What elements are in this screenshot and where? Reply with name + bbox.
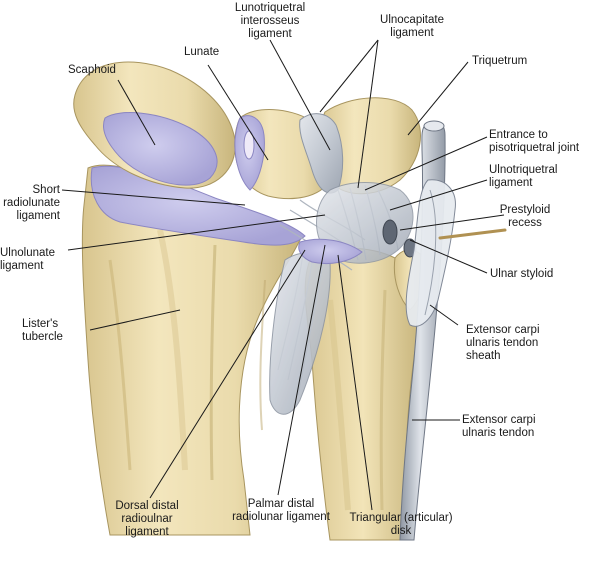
label-ecu-tendon-sheath: Extensor carpi ulnaris tendon sheath	[466, 324, 540, 363]
label-short-radiolunate-ligament: Short radiolunate ligament	[0, 184, 60, 223]
label-line: disk	[390, 525, 412, 537]
label-line: Triangular (articular)	[349, 512, 453, 524]
label-line: radiolunar ligament	[232, 511, 330, 523]
label-line: Lister's	[22, 318, 59, 330]
label-line: ligament	[390, 27, 434, 39]
label-listers-tubercle: Lister's tubercle	[22, 318, 63, 344]
label-line: Scaphoid	[68, 64, 116, 76]
label-line: ligament	[125, 526, 169, 538]
probe	[438, 228, 507, 240]
label-lunotriquetral-ligament: Lunotriquetral interosseus ligament	[210, 2, 330, 41]
leader-lines	[61, 39, 505, 511]
label-line: Extensor carpi	[462, 414, 536, 426]
label-ecu-tendon: Extensor carpi ulnaris tendon	[462, 414, 536, 440]
label-line: Short	[32, 184, 61, 196]
label-ulnocapitate-ligament: Ulnocapitate ligament	[362, 14, 462, 40]
label-line: interosseus	[240, 15, 300, 27]
label-line: Palmar distal	[247, 498, 315, 510]
label-line: ligament	[16, 210, 60, 222]
label-ulnar-styloid: Ulnar styloid	[490, 268, 553, 281]
label-line: Lunate	[184, 46, 220, 58]
label-line: ulnaris tendon	[466, 337, 539, 349]
label-line: tubercle	[22, 331, 63, 343]
label-dorsal-distal-radioulnar-ligament: Dorsal distal radioulnar ligament	[92, 500, 202, 539]
triangular-disk-shape	[298, 238, 363, 265]
label-line: pisotriquetral joint	[489, 142, 580, 154]
radius-bone	[81, 164, 301, 536]
label-line: Extensor carpi	[466, 324, 540, 336]
label-line: recess	[508, 217, 542, 229]
label-line: Triquetrum	[472, 55, 528, 67]
label-line: radioulnar	[121, 513, 173, 525]
label-line: ulnaris tendon	[462, 427, 535, 439]
ecu-sheath-shape	[405, 179, 456, 327]
scaphoid-bone	[73, 61, 236, 189]
label-ulnolunate-ligament: Ulnolunate ligament	[0, 247, 55, 273]
label-line: Dorsal distal	[115, 500, 179, 512]
label-lunate: Lunate	[184, 46, 219, 59]
prestyloid-recess-shape	[382, 219, 398, 245]
label-line: Ulnotriquetral	[489, 164, 558, 176]
label-line: ligament	[489, 177, 533, 189]
label-line: ligament	[248, 28, 292, 40]
label-entrance-pisotriquetral-joint: Entrance to pisotriquetral joint	[489, 129, 579, 155]
label-triquetrum: Triquetrum	[472, 55, 527, 68]
label-line: Ulnolunate	[0, 247, 55, 259]
label-line: Ulnocapitate	[380, 14, 444, 26]
label-triangular-disk: Triangular (articular) disk	[338, 512, 464, 538]
label-line: radiolunate	[3, 197, 60, 209]
label-prestyloid-recess: Prestyloid recess	[486, 204, 564, 230]
label-line: Entrance to	[489, 129, 548, 141]
label-line: Lunotriquetral	[234, 2, 306, 14]
label-line: Prestyloid	[499, 204, 551, 216]
label-line: sheath	[466, 350, 501, 362]
label-palmar-distal-radiolunar-ligament: Palmar distal radiolunar ligament	[220, 498, 342, 524]
label-scaphoid: Scaphoid	[68, 64, 116, 77]
label-line: Ulnar styloid	[490, 268, 554, 280]
label-line: ligament	[0, 260, 44, 272]
lunate-bone	[234, 109, 334, 200]
label-ulnotriquetral-ligament: Ulnotriquetral ligament	[489, 164, 557, 190]
